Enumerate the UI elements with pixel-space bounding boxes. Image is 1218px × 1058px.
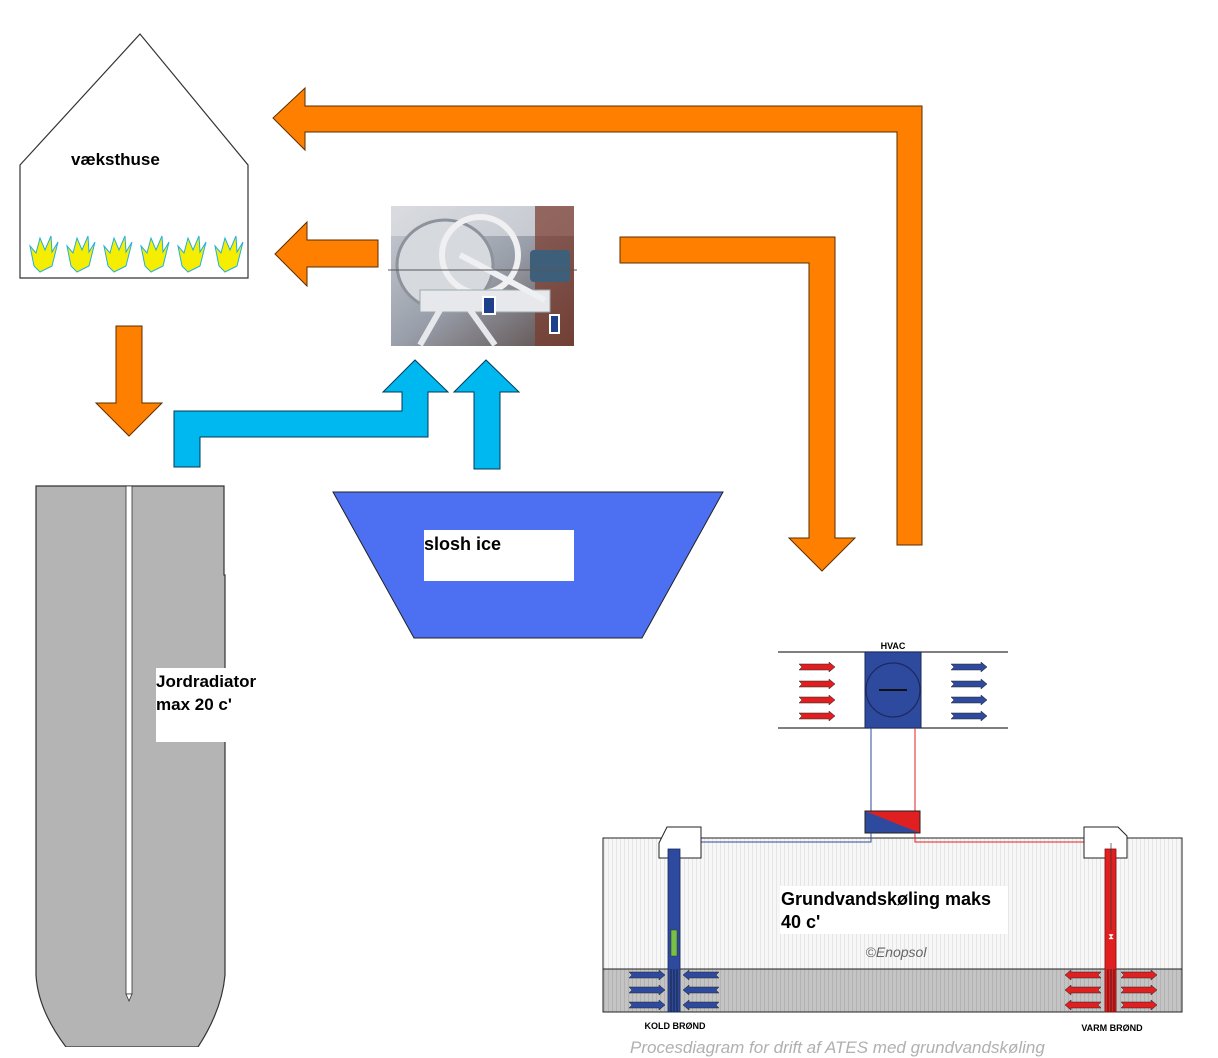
warm-air-arrow-icon <box>798 678 836 690</box>
ground-radiator: Jordradiator max 20 c' <box>35 485 257 1047</box>
warm-outflow-arrow-icon <box>1064 984 1102 996</box>
cold-inflow-arrow-icon <box>682 999 720 1011</box>
slosh-ice-label-box <box>424 530 574 581</box>
cold-inflow-arrow-icon <box>628 984 666 996</box>
plant-icon <box>29 235 59 273</box>
hvac-label: HVAC <box>881 641 906 651</box>
greenhouse-outline <box>19 33 249 279</box>
radiator-label-line1: Jordradiator <box>156 672 257 691</box>
cold-inflow-arrow-icon <box>628 999 666 1011</box>
groundwater-label-line2: 40 c' <box>781 912 820 932</box>
orange-arrow-greenhouse-down <box>94 325 164 437</box>
greenhouse-label: væksthuse <box>71 150 160 169</box>
greenhouse: væksthuse <box>19 33 249 279</box>
warm-well: ⧗ VARM BRØND <box>1064 826 1158 1033</box>
orange-arrow-machine-to-hvac <box>619 236 857 572</box>
hvac-cold-out-arrows <box>950 661 988 722</box>
plant-icon <box>66 235 96 273</box>
cool-air-arrow-icon <box>950 710 988 722</box>
cool-air-arrow-icon <box>950 661 988 673</box>
hvac-unit: HVAC <box>778 641 1008 811</box>
heat-exchanger <box>864 810 921 834</box>
copyright-label: ©Enopsol <box>866 944 928 960</box>
groundwater-label-line1: Grundvandskøling maks <box>781 889 991 909</box>
warm-air-arrow-icon <box>798 661 836 673</box>
cyan-arrow-radiator-to-machine <box>173 359 450 468</box>
cyan-arrow-ice-to-machine <box>452 359 521 470</box>
plant-icon <box>214 235 244 273</box>
plant-icon <box>140 235 170 273</box>
warm-air-arrow-icon <box>798 710 836 722</box>
ice-machine-image <box>388 206 577 347</box>
hvac-warm-in-arrows <box>798 661 836 722</box>
hvac-fan-icon <box>865 662 921 718</box>
orange-arrow-top-return <box>272 86 923 546</box>
diagram-caption: Procesdiagram for drift af ATES med grun… <box>630 1038 1045 1057</box>
warm-outflow-arrow-icon <box>1064 999 1102 1011</box>
warm-well-outflow-arrows <box>1064 969 1158 1011</box>
cold-inflow-arrow-icon <box>628 969 666 981</box>
plant-icon <box>177 235 207 273</box>
cold-well-label: KOLD BRØND <box>645 1021 706 1031</box>
warm-outflow-arrow-icon <box>1120 984 1158 996</box>
warm-air-arrow-icon <box>798 694 836 706</box>
warm-well-pump-icon: ⧗ <box>1108 932 1114 941</box>
orange-arrow-machine-to-greenhouse <box>274 220 379 288</box>
warm-well-label: VARM BRØND <box>1081 1023 1143 1033</box>
cold-inflow-arrow-icon <box>682 969 720 981</box>
groundwater-label-box <box>780 886 1008 934</box>
slosh-ice-label: slosh ice <box>424 534 501 554</box>
radiator-label-line2: max 20 c' <box>156 695 232 714</box>
radiator-label-box <box>156 668 228 742</box>
cool-air-arrow-icon <box>950 694 988 706</box>
groundwater-system: KOLD BRØND ⧗ VARM BRØND Grundvandskøling… <box>602 826 1183 1033</box>
cool-air-arrow-icon <box>950 678 988 690</box>
radiator-probe <box>125 485 133 995</box>
plant-icon <box>103 235 133 273</box>
warm-outflow-arrow-icon <box>1064 969 1102 981</box>
warm-outflow-arrow-icon <box>1120 999 1158 1011</box>
cold-well: KOLD BRØND <box>628 826 720 1031</box>
cold-well-inflow-arrows <box>628 969 720 1011</box>
plants-row <box>29 235 244 273</box>
slosh-ice-basin: slosh ice <box>332 491 724 639</box>
warm-outflow-arrow-icon <box>1120 969 1158 981</box>
cold-inflow-arrow-icon <box>682 984 720 996</box>
